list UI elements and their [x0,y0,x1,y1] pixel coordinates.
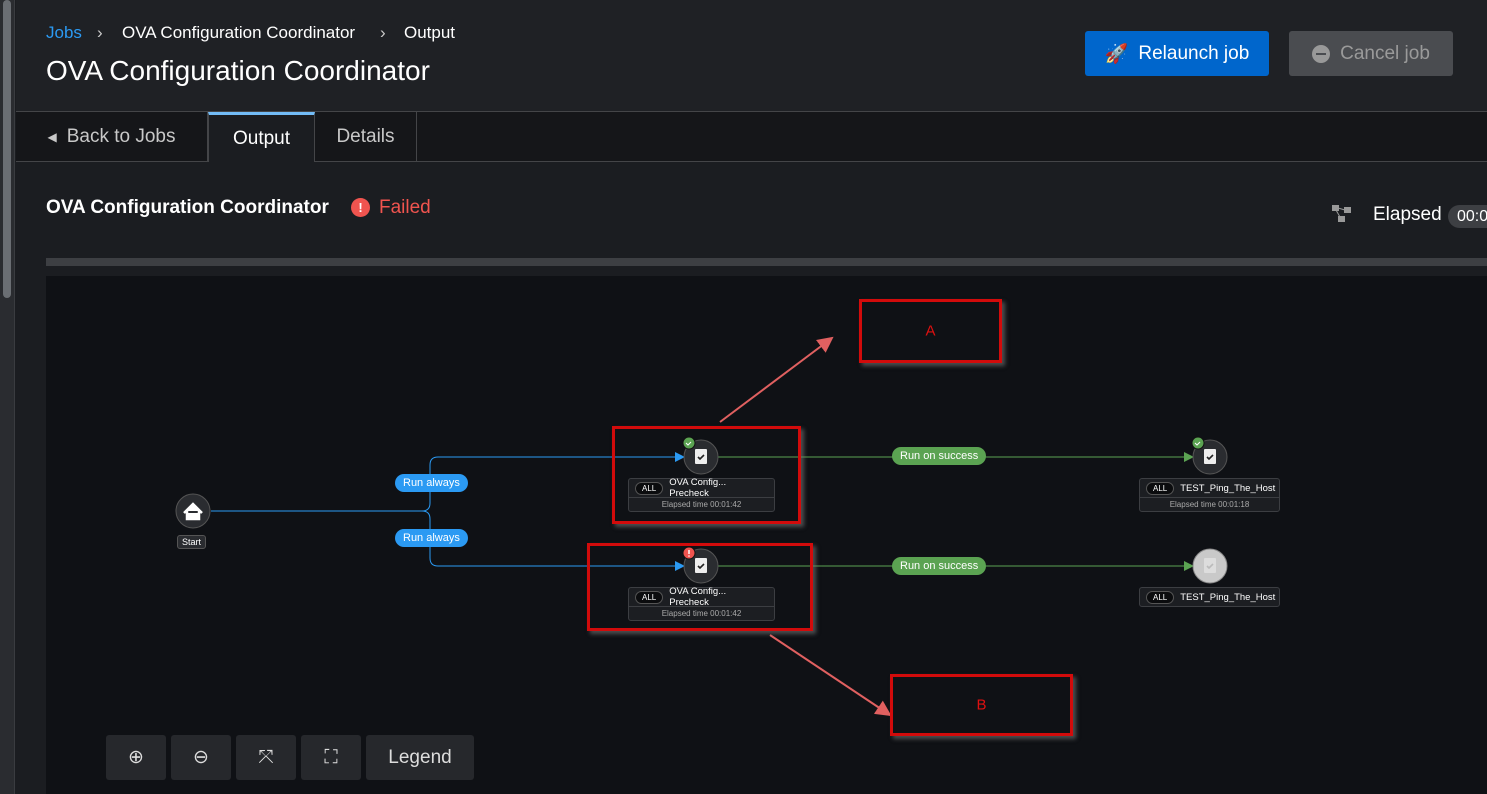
annotation-box-b: B [890,674,1073,736]
breadcrumb-job[interactable]: OVA Configuration Coordinator [122,23,356,42]
clipboard-check-icon [695,558,707,573]
success-badge-icon [682,436,696,450]
breadcrumb-jobs[interactable]: Jobs [46,23,82,42]
exclamation-circle-icon: ! [351,198,370,217]
edge-label-run-on-success[interactable]: Run on success [892,447,987,465]
elapsed-value: 00:0 [1448,205,1487,228]
legend-button[interactable]: Legend [366,735,474,780]
clipboard-check-icon [1204,449,1216,464]
scrollbar-thumb[interactable] [3,0,11,298]
node-elapsed: Elapsed time 00:01:42 [629,606,774,620]
edge-label-run-always[interactable]: Run always [395,529,468,547]
failed-badge-icon [682,546,696,560]
node-elapsed: Elapsed time 00:01:18 [1140,497,1279,511]
fullscreen-icon: ⛶ [324,746,338,768]
breadcrumb-current: Output [404,23,456,42]
edge-label-run-always[interactable]: Run always [395,474,468,492]
node-name: TEST_Ping_The_Host [1180,591,1276,603]
node-label[interactable]: ALL TEST_Ping_The_Host [1139,587,1280,607]
relaunch-label: Relaunch job [1138,42,1250,64]
tab-output[interactable]: Output [208,112,315,162]
tag-all: ALL [1146,590,1175,604]
cancel-job-button[interactable]: Cancel job [1289,31,1453,76]
workflow-graph-canvas[interactable] [46,276,1487,794]
annotation-arrow-b [769,634,892,717]
status-failed: Failed [379,197,431,218]
annotation-arrow-a [719,336,834,423]
clipboard-check-icon [695,449,707,464]
chevron-right-icon: › [380,23,386,42]
tab-details[interactable]: Details [315,112,417,162]
page-scrollbar[interactable] [0,0,15,794]
annotation-box-node-1 [612,426,801,524]
relaunch-job-button[interactable]: 🚀 Relaunch job [1085,31,1269,76]
edge-label-run-on-success[interactable]: Run on success [892,557,987,575]
node-name: OVA Config... Precheck [669,586,727,608]
tag-all: ALL [635,481,664,495]
cancel-label: Cancel job [1340,42,1430,64]
annotation-a-label: A [925,322,936,340]
tab-label: Output [232,127,291,149]
node-name: OVA Config... Precheck [669,477,727,499]
tag-all: ALL [1146,481,1175,495]
zoom-out-icon: ⊖ [193,747,209,768]
expand-arrows-icon: ⤧ [258,746,274,768]
elapsed-label: Elapsed [1373,204,1442,225]
zoom-out-button[interactable]: ⊖ [171,735,231,780]
minus-circle-icon [1312,44,1331,63]
legend-label: Legend [388,746,452,768]
tab-back-to-jobs[interactable]: ◀ Back to Jobs [16,112,208,162]
fullscreen-button[interactable]: ⛶ [301,735,361,780]
progress-bar [46,258,1487,266]
zoom-in-button[interactable]: ⊕ [106,735,166,780]
node-name: TEST_Ping_The_Host [1180,482,1276,494]
annotation-box-a: A [859,299,1002,363]
start-label: Start [177,535,207,549]
annotation-box-node-3 [587,543,813,631]
tab-label: Back to Jobs [66,126,176,147]
home-icon [183,502,203,521]
rocket-icon: 🚀 [1104,43,1129,65]
tab-label: Details [336,126,395,147]
chevron-right-icon: › [97,23,103,42]
workflow-name: OVA Configuration Coordinator [46,197,329,218]
node-elapsed: Elapsed time 00:01:42 [629,497,774,511]
clipboard-check-icon [1204,558,1216,573]
caret-left-icon: ◀ [47,130,57,144]
success-badge-icon [1191,436,1205,450]
page-title: OVA Configuration Coordinator [46,55,430,86]
topology-icon[interactable] [1332,205,1352,223]
tag-all: ALL [635,590,664,604]
fit-to-screen-button[interactable]: ⤧ [236,735,296,780]
annotation-b-label: B [976,696,987,714]
zoom-in-icon: ⊕ [128,747,144,768]
